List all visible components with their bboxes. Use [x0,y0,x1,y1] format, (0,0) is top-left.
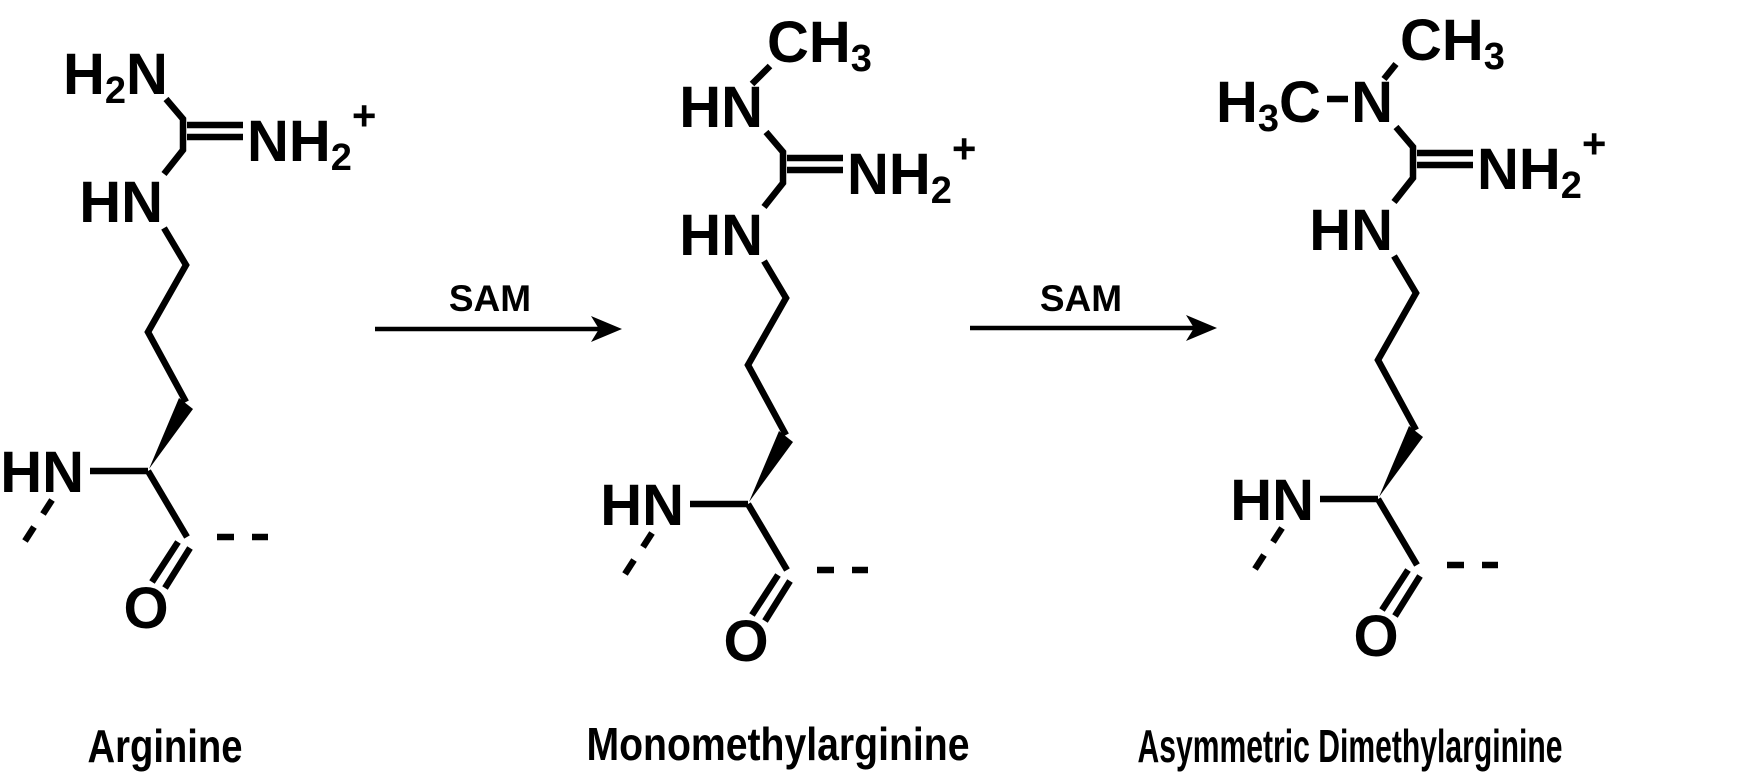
carbonyl-double-bond-line-1 [1379,568,1411,612]
ca-carbonyl-bond [145,469,190,539]
methyl-ch3-label: CH3 [767,10,872,80]
methyl-top-n-bond [1381,61,1399,82]
iminium-nh2-label: NH2+ [1477,120,1606,207]
peptide-dashed-bond-segment-1 [40,498,55,516]
side-chain-bonds [744,259,790,437]
iminium-nh2-label: NH2+ [247,92,376,179]
carbonyl-o-label: O [723,609,768,674]
top-n-label: N [1351,70,1393,135]
compound-name-asymmetric-dimethylarginine: Asymmetric Dimethylarginine [1138,720,1563,772]
methyl-left-h3c-label: H3C [1216,70,1321,140]
reaction-arrow-2: SAM [970,278,1217,341]
iminium-nh2-label: NH2+ [847,125,976,212]
carbonyl-o-label: O [123,576,168,641]
peptide-dashed-bond-segment-1 [1270,526,1285,544]
carbonyl-double-bond-line-1 [149,540,181,584]
arrow-head-1 [591,316,622,342]
guanidinium-cn-bond [161,96,187,177]
carbonyl-double-bond-line-2 [1392,574,1423,618]
stereo-wedge-bond [749,431,793,502]
carbonyl-double-bond-line-2 [162,546,193,590]
peptide-dashed-bond-segment-2 [22,525,37,543]
peptide-dashed-bond-segment-1 [640,531,655,549]
side-chain-bonds [144,226,190,404]
sam-label-2: SAM [1040,278,1122,319]
methyl-n-bond [749,63,773,87]
structure-arginine: H2N NH2+ HN HN O Arginine [0,42,376,772]
ca-carbonyl-bond [1375,497,1420,567]
guanidinium-hn-label: HN [1309,198,1393,263]
arrow-head-2 [1186,315,1217,341]
backbone-hn-label: HN [600,473,684,538]
compound-name-monomethylarginine: Monomethylarginine [587,718,970,770]
amine-h2n-label: H2N [63,42,168,112]
sam-label-1: SAM [449,278,531,319]
carbonyl-double-bond-line-2 [762,579,793,623]
top-hn-label: HN [679,75,763,140]
stereo-wedge-bond [1379,426,1423,497]
ca-carbonyl-bond [745,502,790,572]
structure-monomethylarginine: CH3 HN NH2+ HN HN O Monomethylarginine [587,10,977,770]
compound-name-arginine: Arginine [88,720,243,772]
guanidinium-hn-label: HN [679,203,763,268]
guanidinium-cn-bond [761,129,787,210]
peptide-dashed-bond-segment-2 [1252,553,1267,571]
carbonyl-double-bond-line-1 [749,573,781,617]
backbone-hn-label: HN [1230,468,1314,533]
backbone-hn-label: HN [0,440,84,505]
side-chain-bonds [1374,254,1420,432]
stereo-wedge-bond [149,398,193,469]
carbonyl-o-label: O [1353,604,1398,669]
guanidinium-cn-bond [1391,124,1417,205]
structure-asymmetric-dimethylarginine: CH3 H3C N NH2+ HN HN O Asymmetric Dimeth… [1138,8,1607,772]
peptide-dashed-bond-segment-2 [622,558,637,576]
reaction-arrow-1: SAM [375,278,622,342]
guanidinium-hn-label: HN [79,170,163,235]
methyl-top-ch3-label: CH3 [1400,8,1505,78]
